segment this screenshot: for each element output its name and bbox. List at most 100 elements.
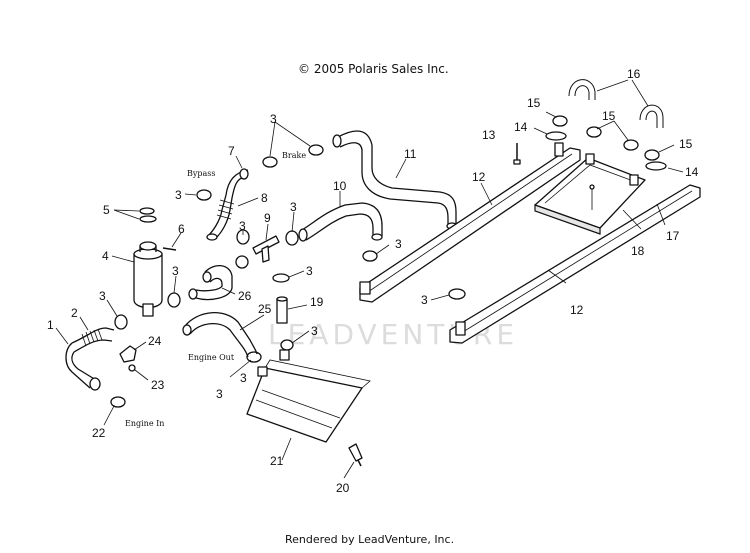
leader-11 — [395, 158, 407, 179]
part-14-washer-a — [545, 131, 567, 141]
leader-16b — [631, 79, 649, 107]
leader-2 — [79, 316, 89, 331]
callout-17: 17 — [666, 229, 680, 243]
callout-8: 8 — [261, 191, 268, 205]
callout-19: 19 — [310, 295, 324, 309]
part-23-washer — [128, 364, 136, 372]
callout-9: 9 — [264, 211, 271, 225]
callout-15: 15 — [679, 137, 693, 151]
part-5-cap-a — [139, 207, 155, 215]
callout-14: 14 — [514, 120, 528, 134]
leader-18 — [622, 209, 642, 230]
part-16-elbow-hoses — [568, 79, 664, 128]
leader-14a — [533, 127, 548, 135]
callout-11: 11 — [404, 147, 417, 161]
leader-25 — [239, 314, 265, 331]
part-11-hose — [332, 130, 458, 230]
part-5-cap-b — [139, 215, 157, 223]
leader-21 — [281, 437, 292, 461]
leader-12a — [480, 182, 493, 206]
callout-7: 7 — [228, 144, 235, 158]
callout-16: 16 — [627, 67, 641, 81]
leader-26 — [221, 287, 236, 295]
part-12-lower-rail — [449, 184, 701, 344]
part-4-reservoir — [133, 241, 163, 317]
callout-12: 12 — [472, 170, 486, 184]
copyright-notice: © 2005 Polaris Sales Inc. — [298, 62, 449, 76]
part-10-hose — [298, 202, 383, 242]
callout-6: 6 — [178, 222, 185, 236]
part-6-rod — [162, 247, 177, 251]
clamps — [110, 115, 660, 408]
leader-1 — [55, 327, 69, 345]
callout-14: 14 — [685, 165, 699, 179]
callout-3: 3 — [290, 200, 297, 214]
part-9-tee — [252, 235, 280, 263]
callout-3: 3 — [216, 387, 223, 401]
part-1-2-engine-in-hose — [65, 327, 115, 391]
callout-3: 3 — [172, 264, 179, 278]
part-12-upper-rail — [359, 142, 581, 303]
leader-16a — [596, 79, 629, 92]
callout-2: 2 — [71, 306, 78, 320]
callout-3: 3 — [306, 264, 313, 278]
callout-3: 3 — [421, 293, 428, 307]
callout-26: 26 — [238, 289, 252, 303]
callout-21: 21 — [270, 454, 284, 468]
callout-3: 3 — [175, 188, 182, 202]
part-24-bracket — [119, 345, 137, 363]
callout-3: 3 — [270, 112, 277, 126]
callout-22: 22 — [92, 426, 106, 440]
label-brake: Brake — [282, 151, 306, 160]
callout-3: 3 — [239, 219, 246, 233]
leader-8 — [237, 197, 259, 207]
leader-5b — [113, 209, 140, 220]
callout-23: 23 — [151, 378, 165, 392]
callout-12: 12 — [570, 303, 584, 317]
callout-3: 3 — [395, 237, 402, 251]
leader-5a — [113, 209, 140, 212]
part-20-fitting — [348, 443, 363, 467]
leader-6 — [171, 232, 182, 248]
label-engine-out: Engine Out — [188, 353, 235, 362]
part-17-heat-exchanger — [534, 153, 646, 235]
callout-3: 3 — [311, 324, 318, 338]
clamp-leaders — [106, 111, 675, 378]
leader-9 — [265, 223, 269, 241]
leader-19 — [287, 304, 308, 310]
leader-7 — [235, 155, 243, 169]
callout-20: 20 — [336, 481, 350, 495]
leader-17 — [656, 203, 666, 226]
callout-3: 3 — [240, 371, 247, 385]
callout-5: 5 — [103, 203, 110, 217]
label-bypass: Bypass — [187, 169, 216, 178]
callout-13: 13 — [482, 128, 496, 142]
callout-24: 24 — [148, 334, 162, 348]
callout-25: 25 — [258, 302, 272, 316]
leader-14b — [667, 167, 684, 173]
leader-24 — [133, 341, 147, 351]
footer-credit: Rendered by LeadVenture, Inc. — [285, 533, 454, 546]
callout-18: 18 — [631, 244, 645, 258]
part-7-8-bypass-hose — [206, 168, 249, 241]
part-25-engine-out-hose — [182, 311, 258, 358]
callout-15: 15 — [527, 96, 541, 110]
callout-numbers: 1 2 3 3 3 3 3 3 3 3 3 3 3 3 4 5 6 7 8 9 … — [47, 67, 699, 495]
part-26-elbow — [188, 265, 233, 301]
callout-15: 15 — [602, 109, 616, 123]
callout-3: 3 — [99, 289, 106, 303]
leader-12b — [547, 269, 567, 284]
leader-4 — [111, 255, 135, 263]
leader-22 — [103, 405, 115, 426]
part-21-panel — [246, 349, 371, 443]
part-14-washer-b — [645, 161, 667, 171]
leader-23 — [134, 369, 149, 381]
callout-10: 10 — [333, 179, 347, 193]
part-19-fitting — [276, 296, 288, 324]
callout-1: 1 — [47, 318, 54, 332]
callout-4: 4 — [102, 249, 109, 263]
label-engine-in: Engine In — [125, 419, 164, 428]
leader-20 — [343, 461, 355, 479]
